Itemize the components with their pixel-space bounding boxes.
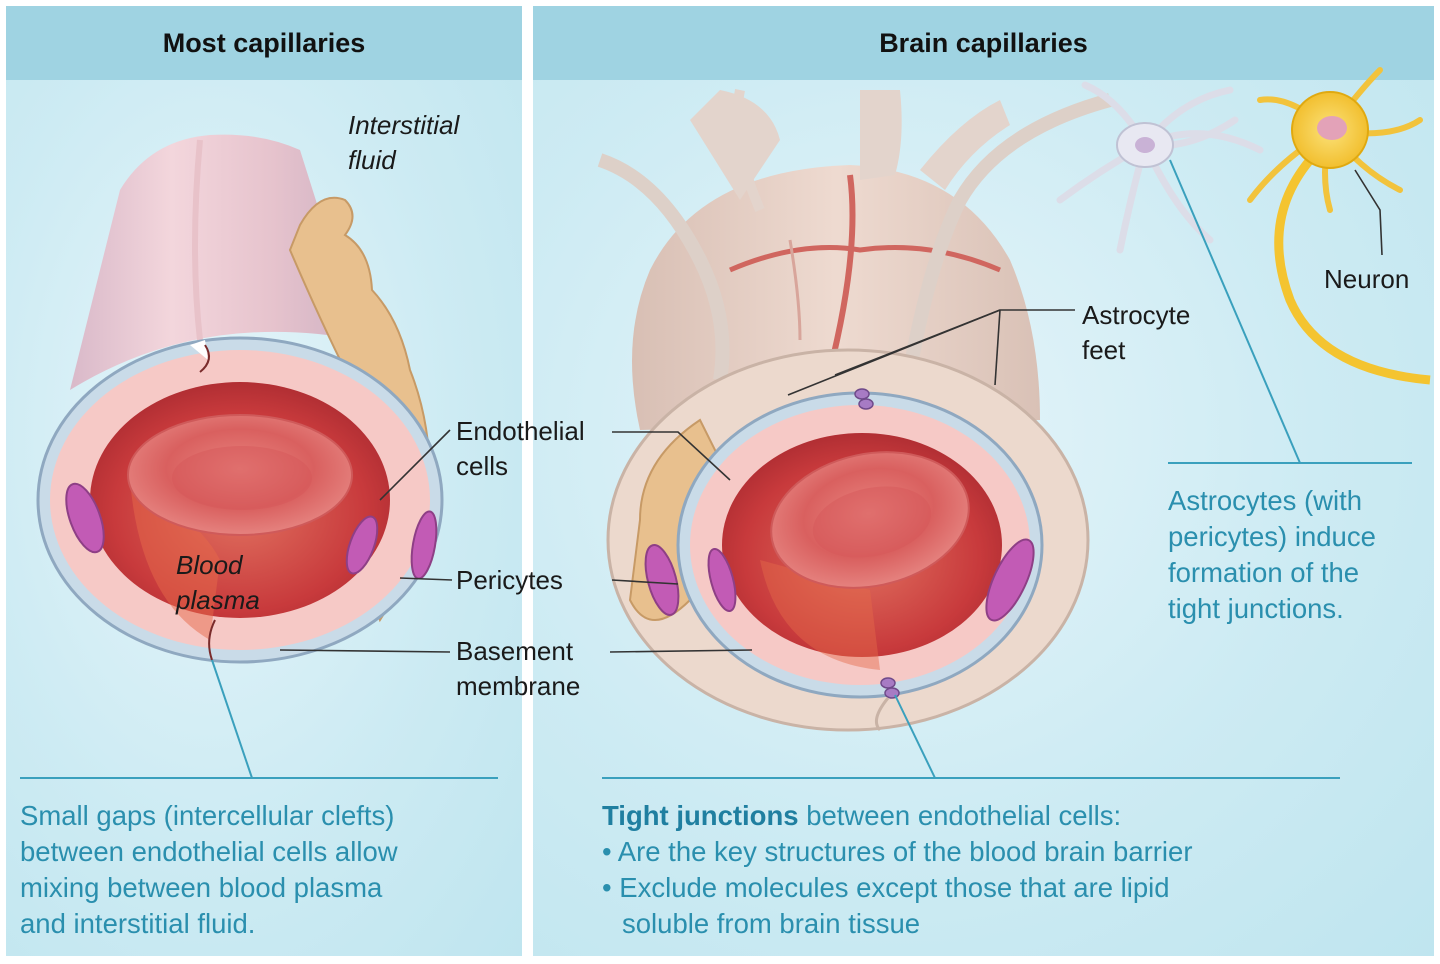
- label-endothelial-line-2: cells: [456, 451, 509, 481]
- axon: [1274, 157, 1431, 385]
- note-left-line-2: between endothelial cells allow: [20, 836, 398, 867]
- label-interstitial-line-1: Interstitial: [348, 110, 460, 140]
- panel-title-brain-capillaries: Brain capillaries: [533, 6, 1434, 80]
- label-blood-line-2: plasma: [176, 585, 260, 615]
- label-astrocyte-line-1: Astrocyte: [1082, 300, 1191, 330]
- right-red-blood-cell: [770, 451, 970, 589]
- leader-lines-black: [279, 169, 1383, 653]
- tight-junction-top: [854, 388, 874, 410]
- note-left-line-4: and interstitial fluid.: [20, 908, 256, 939]
- left-cleft-top: [199, 344, 210, 373]
- label-basement-line-2: membrane: [456, 671, 581, 701]
- label-astrocyte-feet: Astrocyte feet: [1082, 298, 1190, 368]
- label-basement-membrane: Basement membrane: [456, 634, 580, 704]
- left-endothelial-nucleus: [65, 482, 105, 554]
- tight-junction-line: [729, 245, 1001, 273]
- label-astrocyte-line-2: feet: [1082, 335, 1126, 365]
- label-endothelial-line-1: Endothelial: [456, 416, 585, 446]
- label-interstitial-fluid: Interstitial fluid: [348, 108, 459, 178]
- note-tj-bullet-1: • Are the key structures of the blood br…: [602, 836, 1193, 867]
- note-astro-line-1: Astrocytes (with: [1168, 485, 1363, 516]
- label-endothelial-cells: Endothelial cells: [456, 414, 585, 484]
- note-tj-continuation: soluble from brain tissue: [622, 908, 921, 939]
- leader-lines-blue: [20, 159, 1412, 779]
- note-left-line-3: mixing between blood plasma: [20, 872, 383, 903]
- note-left-line-1: Small gaps (intercellular clefts): [20, 800, 395, 831]
- left-endothelial-nucleus-2: [345, 515, 379, 575]
- red-blood-cell: [127, 414, 353, 536]
- label-interstitial-line-2: fluid: [348, 145, 396, 175]
- astrocyte-cell: [1056, 81, 1264, 254]
- note-small-gaps: Small gaps (intercellular clefts) betwee…: [20, 798, 398, 942]
- left-cleft-bottom: [208, 619, 216, 661]
- note-tj-bullet-2: • Exclude molecules except those that ar…: [602, 872, 1170, 903]
- note-tj-rest: between endothelial cells:: [798, 800, 1122, 831]
- astrocyte-process-2: [903, 93, 1112, 372]
- note-tj-heading: Tight junctions between endothelial cell…: [602, 798, 1193, 834]
- note-astro-line-2: pericytes) induce: [1168, 521, 1376, 552]
- note-astrocytes: Astrocytes (with pericytes) induce forma…: [1168, 483, 1376, 627]
- label-blood-plasma: Blood plasma: [176, 548, 260, 618]
- neuron-cell: [1247, 67, 1431, 385]
- panel-title-most-capillaries: Most capillaries: [6, 6, 522, 80]
- label-neuron: Neuron: [1324, 264, 1410, 294]
- label-blood-line-1: Blood: [176, 550, 243, 580]
- left-tube-wall: [70, 134, 360, 390]
- astrocyte-process-1: [597, 153, 730, 382]
- label-basement-line-1: Basement: [456, 636, 574, 666]
- note-tj-bold: Tight junctions: [602, 800, 799, 831]
- right-endothelial-nucleus-2: [985, 538, 1035, 622]
- right-capillary: [597, 89, 1112, 732]
- label-pericytes: Pericytes: [456, 565, 563, 595]
- note-astro-line-4: tight junctions.: [1168, 593, 1344, 624]
- note-tight-junctions: Tight junctions between endothelial cell…: [602, 798, 1193, 942]
- note-astro-line-3: formation of the: [1168, 557, 1360, 588]
- right-endothelial-nucleus: [707, 547, 737, 613]
- right-pericyte-nucleus: [644, 544, 680, 616]
- left-capillary: [36, 134, 444, 664]
